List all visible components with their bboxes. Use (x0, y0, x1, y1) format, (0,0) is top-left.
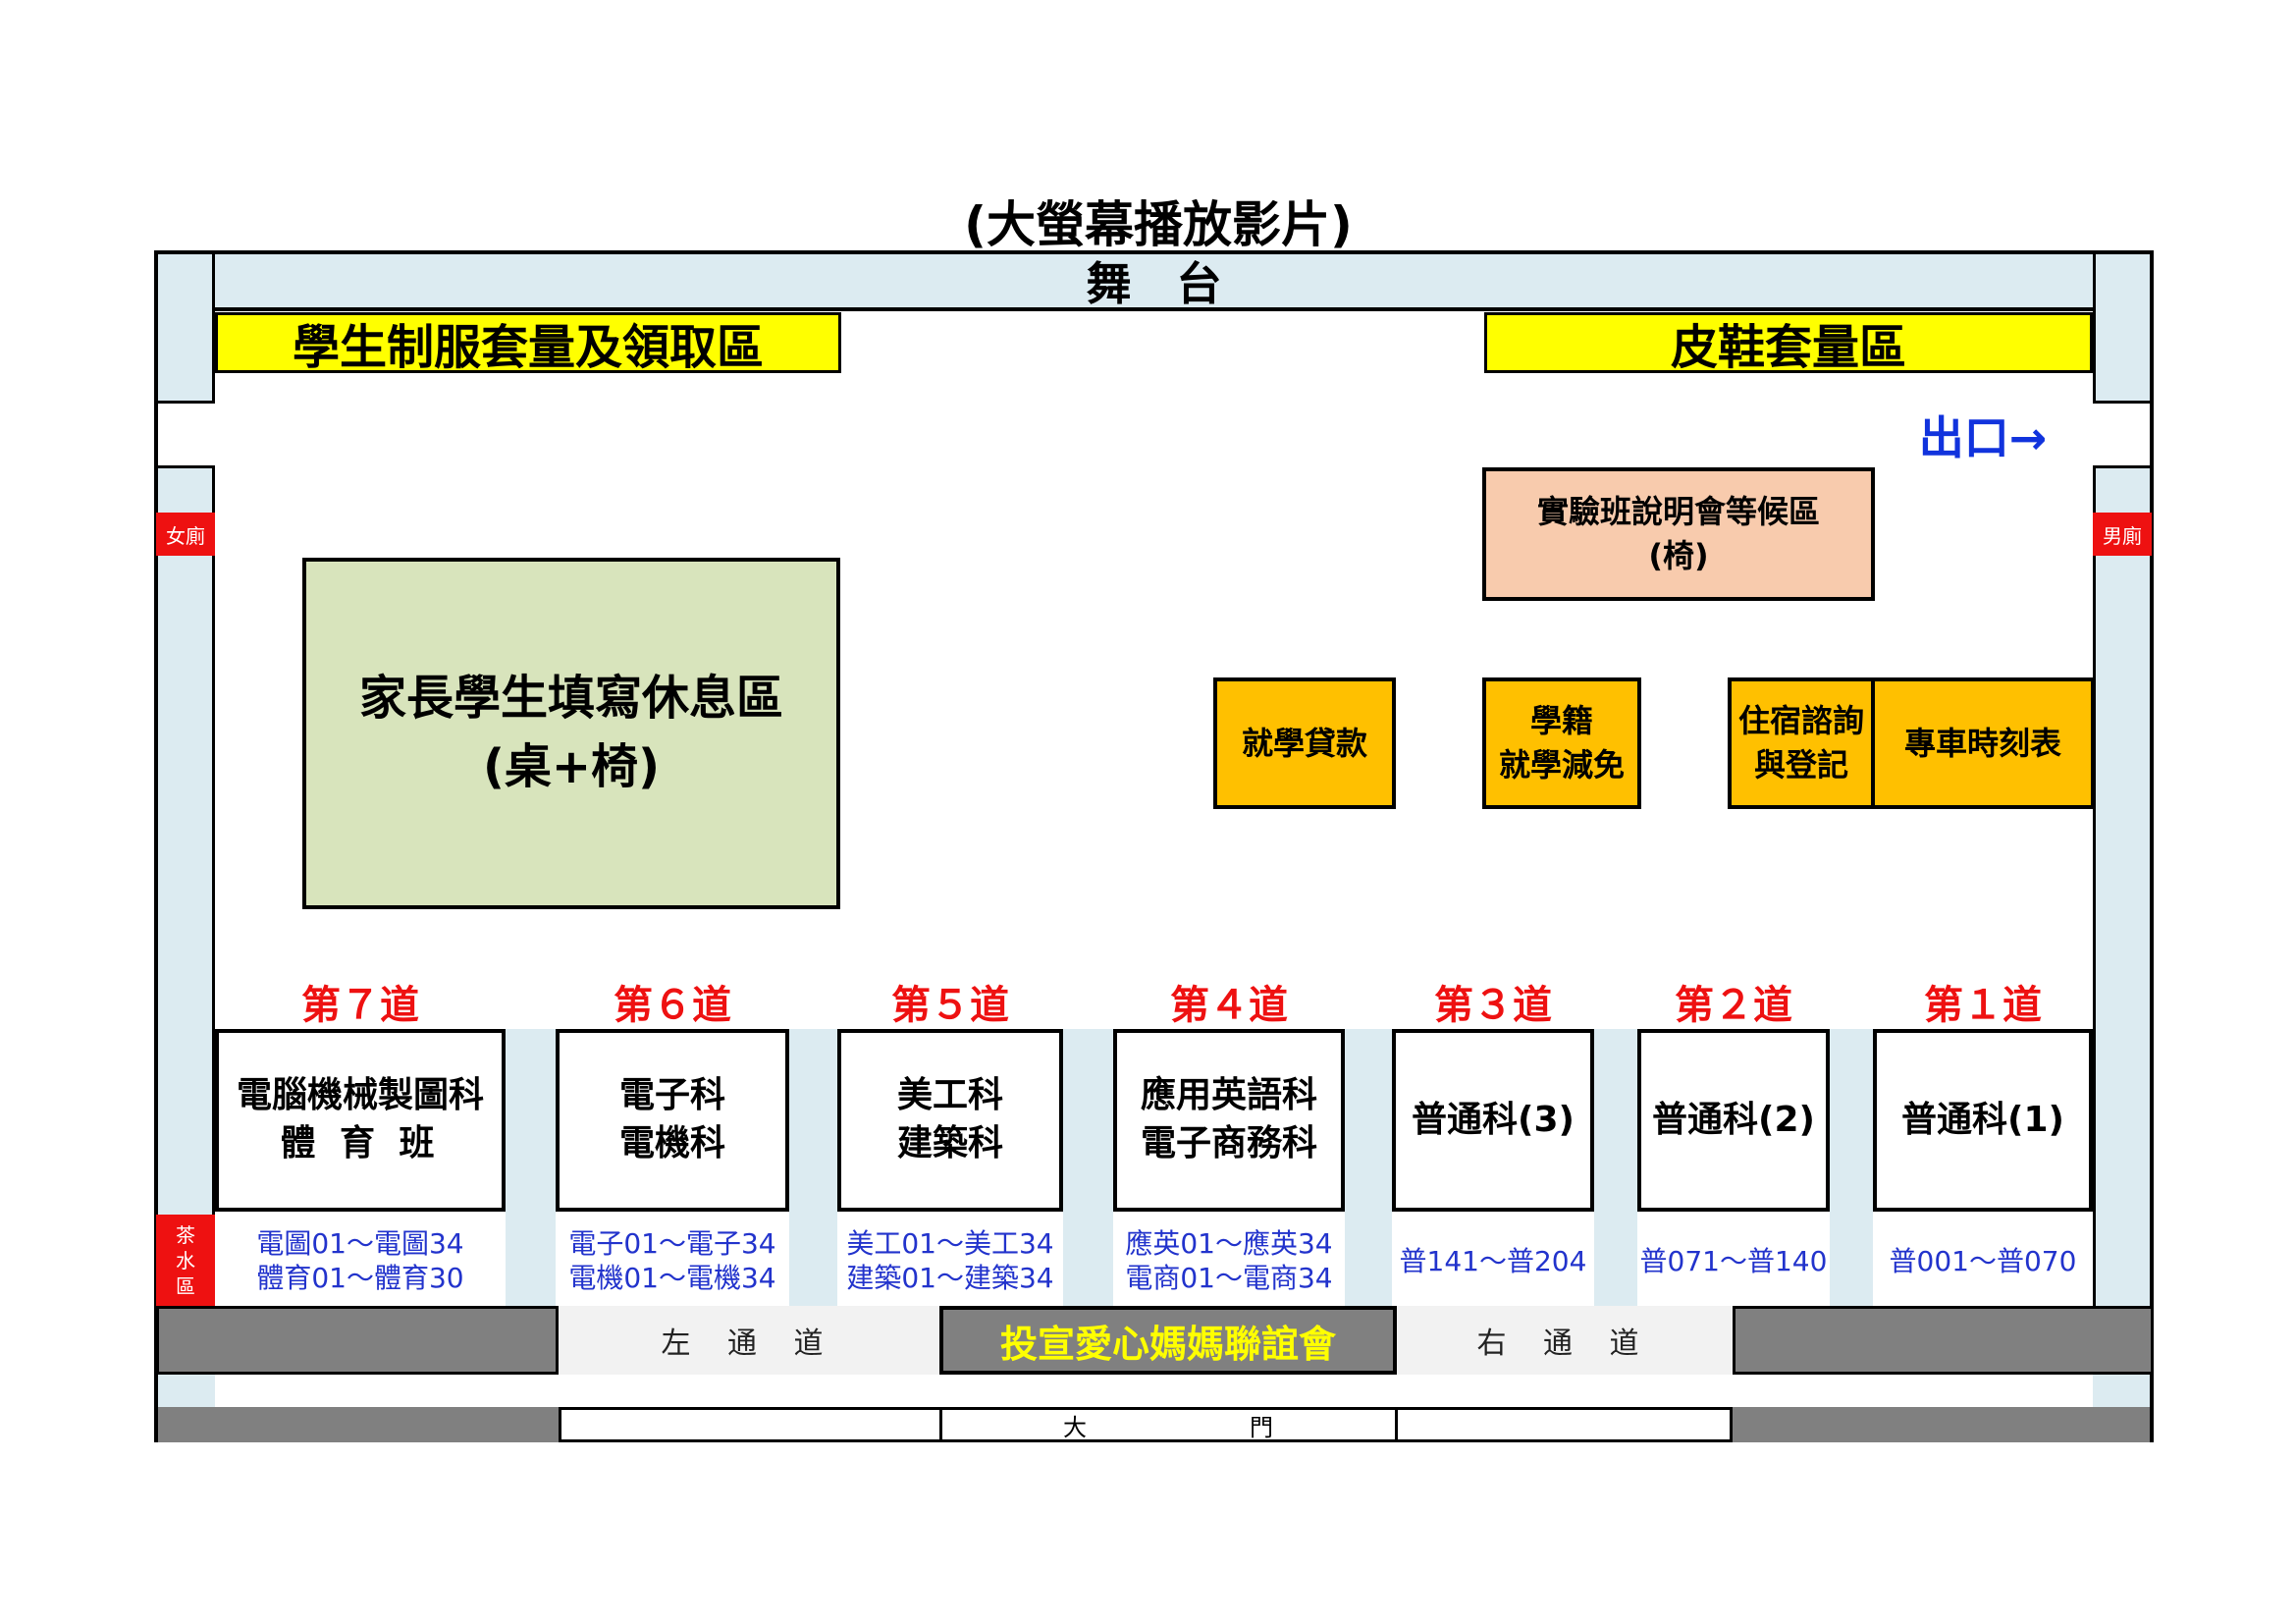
lane-5-range: 美工01～美工34 建築01～建築34 (837, 1218, 1063, 1304)
waiting-area-note: (椅) (1648, 537, 1709, 574)
tea-char-3: 區 (176, 1273, 195, 1298)
lane-7-department: 電腦機械製圖科 體 育 班 (215, 1029, 506, 1212)
dorm-label-2: 與登記 (1753, 746, 1848, 784)
tea-water-area: 茶 水 區 (156, 1215, 215, 1306)
lane-3-dept-1: 普通科(3) (1412, 1099, 1575, 1140)
uniform-area: 學生制服套量及領取區 (215, 312, 841, 375)
lane-2-range: 普071～普140 (1637, 1218, 1830, 1304)
screen-title: (大螢幕播放影片) (964, 196, 1353, 253)
male-restroom: 男廁 (2093, 513, 2152, 556)
exit-sign: 出口→ (1918, 411, 2048, 464)
right-wall-upper (2093, 254, 2150, 404)
tuition-reduction-label: 就學減免 (1498, 746, 1625, 784)
left-wall-block (156, 1306, 559, 1375)
left-wall-upper (158, 254, 215, 404)
lane-4-range: 應英01～應英34 電商01～電商34 (1113, 1218, 1345, 1304)
lane-4-dept-2: 電子商務科 (1140, 1123, 1317, 1164)
lane-5-dept-1: 美工科 (896, 1075, 1003, 1116)
gate-divider (1395, 1407, 1398, 1442)
student-loan-booth: 就學貸款 (1213, 677, 1396, 809)
lane-6-range-2: 電機01～電機34 (568, 1262, 776, 1294)
dorm-booth: 住宿諮詢 與登記 (1728, 677, 1875, 809)
rest-area-title: 家長學生填寫休息區 (358, 671, 783, 727)
lane-5-department: 美工科 建築科 (837, 1029, 1063, 1212)
right-wall-bottom (2093, 1373, 2150, 1407)
lane-gap (789, 1029, 837, 1306)
lane-5-range-2: 建築01～建築34 (846, 1262, 1054, 1294)
lane-6-dept-2: 電機科 (618, 1123, 725, 1164)
dorm-label-1: 住宿諮詢 (1737, 702, 1864, 740)
lane-1-range-1: 普001～普070 (1889, 1244, 2077, 1277)
student-status-booth: 學籍 就學減免 (1482, 677, 1641, 809)
left-wall-lower (158, 465, 215, 1306)
lane-1-range: 普001～普070 (1873, 1218, 2093, 1304)
student-status-label: 學籍 (1529, 702, 1593, 740)
right-wall-block (1733, 1306, 2154, 1375)
lane-4-label: 第４道 (1170, 983, 1288, 1028)
bottom-wall-right (1733, 1407, 2150, 1442)
lane-7-dept-1: 電腦機械製圖科 (236, 1075, 484, 1116)
rest-area: 家長學生填寫休息區 (桌+椅) (302, 558, 840, 909)
tea-char-2: 水 (176, 1248, 195, 1272)
lane-1-label: 第１道 (1924, 983, 2042, 1028)
lane-6-dept-1: 電子科 (618, 1075, 725, 1116)
mothers-association-booth: 投宣愛心媽媽聯誼會 (939, 1306, 1397, 1375)
lane-1-dept-1: 普通科(1) (1901, 1099, 2064, 1140)
lane-3-range: 普141～普204 (1392, 1218, 1594, 1304)
lane-2-range-1: 普071～普140 (1639, 1244, 1828, 1277)
left-aisle: 左 通 道 (559, 1306, 939, 1375)
lane-6-department: 電子科 電機科 (556, 1029, 789, 1212)
gate-divider (939, 1407, 942, 1442)
lane-5-label: 第５道 (891, 983, 1009, 1028)
rest-area-note: (桌+椅) (482, 739, 661, 794)
lane-2-department: 普通科(2) (1637, 1029, 1830, 1212)
lane-4-dept-1: 應用英語科 (1140, 1075, 1317, 1116)
lane-6-label: 第６道 (614, 983, 731, 1028)
lane-7-range-1: 電圖01～電圖34 (256, 1227, 464, 1260)
lane-7-range: 電圖01～電圖34 體育01～體育30 (215, 1218, 506, 1304)
lane-6-range-1: 電子01～電子34 (568, 1227, 776, 1260)
right-wall-lower (2093, 465, 2150, 1306)
female-restroom: 女廁 (156, 513, 215, 556)
lane-7-dept-2: 體 育 班 (280, 1123, 441, 1164)
left-wall-bottom (158, 1373, 215, 1407)
lane-7-label: 第７道 (301, 983, 419, 1028)
main-gate-char-1: 大 (1063, 1413, 1087, 1441)
lane-4-range-2: 電商01～電商34 (1125, 1262, 1333, 1294)
lane-gap (1063, 1029, 1113, 1306)
tea-char-1: 茶 (176, 1222, 195, 1247)
stage: 舞 台 (215, 254, 2093, 311)
lane-5-range-1: 美工01～美工34 (846, 1227, 1054, 1260)
lane-4-range-1: 應英01～應英34 (1125, 1227, 1333, 1260)
gate-frame (559, 1407, 1733, 1442)
lane-4-department: 應用英語科 電子商務科 (1113, 1029, 1345, 1212)
bus-schedule-booth: 專車時刻表 (1871, 677, 2095, 809)
lane-5-dept-2: 建築科 (896, 1123, 1003, 1164)
waiting-area: 實驗班說明會等候區 (椅) (1482, 467, 1875, 601)
lane-1-department: 普通科(1) (1873, 1029, 2093, 1212)
lane-7-range-2: 體育01～體育30 (256, 1262, 464, 1294)
lane-3-range-1: 普141～普204 (1399, 1244, 1587, 1277)
waiting-area-title: 實驗班說明會等候區 (1536, 493, 1820, 531)
lane-gap (1594, 1029, 1637, 1306)
lane-3-label: 第３道 (1434, 983, 1552, 1028)
bottom-wall-left (158, 1407, 559, 1442)
lane-2-label: 第２道 (1675, 983, 1792, 1028)
lane-gap (1345, 1029, 1392, 1306)
lane-3-department: 普通科(3) (1392, 1029, 1594, 1212)
lane-gap (1830, 1029, 1873, 1306)
lane-gap (506, 1029, 556, 1306)
shoe-area: 皮鞋套量區 (1484, 312, 2093, 375)
right-aisle: 右 通 道 (1397, 1306, 1733, 1375)
lane-6-range: 電子01～電子34 電機01～電機34 (556, 1218, 789, 1304)
main-gate-char-2: 門 (1250, 1413, 1273, 1441)
lane-2-dept-1: 普通科(2) (1652, 1099, 1815, 1140)
